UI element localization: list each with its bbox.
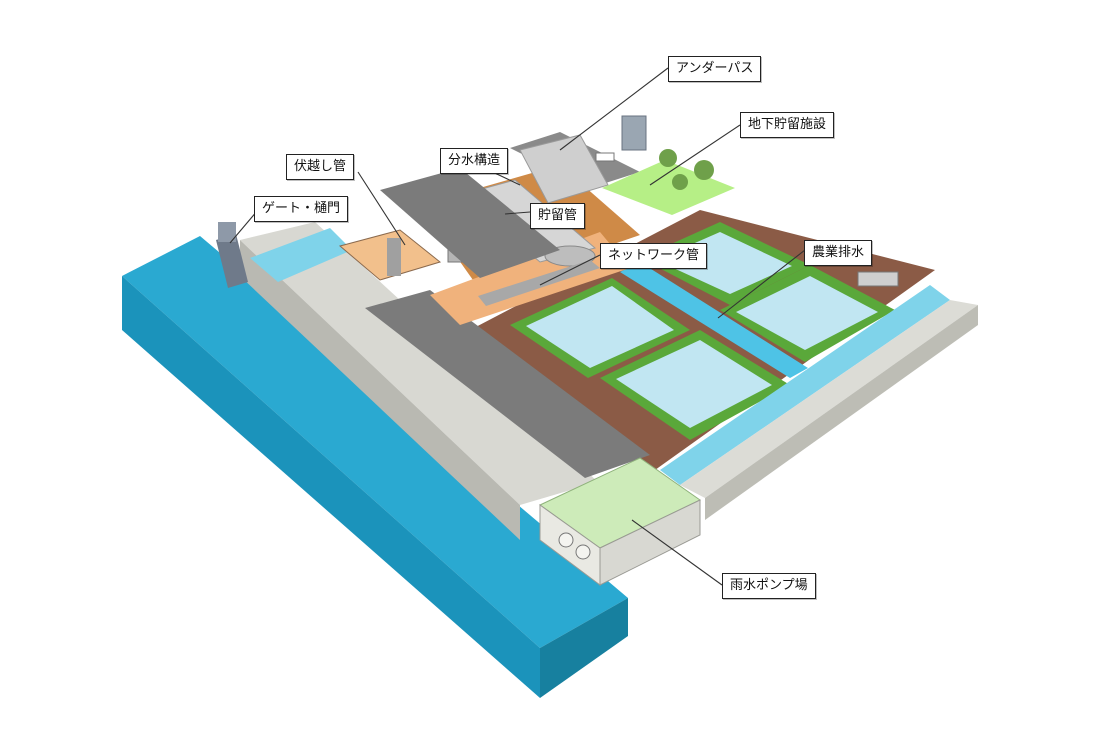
label-inverted-siphon: 伏越し管: [286, 154, 355, 180]
leader-storage-pipe: [504, 211, 531, 215]
river-top: [122, 236, 628, 648]
label-underground-storage: 地下貯留施設: [740, 112, 835, 138]
rear-canal: [250, 228, 352, 282]
park-tree-1: [659, 149, 677, 167]
right-canal: [660, 285, 950, 485]
park-tree-3: [672, 174, 688, 190]
river-front: [122, 276, 540, 698]
storage-pipe-end: [544, 245, 596, 267]
pump-outlet-1: [558, 532, 574, 548]
drainage-canal: [620, 262, 808, 378]
embankment-top: [240, 222, 598, 505]
leader-gate-sluice: [229, 209, 259, 244]
leader-inverted-siphon: [357, 171, 406, 246]
gate-structure: [216, 234, 248, 288]
label-rainwater-pump: 雨水ポンプ場: [722, 573, 816, 599]
leader-rainwater-pump: [631, 519, 723, 586]
upper-road: [380, 168, 560, 278]
leader-underpass: [559, 67, 669, 151]
paddy-plot-1-water: [526, 286, 674, 368]
car-upper: [595, 152, 615, 162]
pump-station-side: [599, 499, 701, 586]
network-pipe: [478, 260, 600, 306]
office-building: [621, 115, 647, 151]
right-wall-top: [680, 300, 978, 498]
park-area: [602, 160, 735, 215]
label-storage-pipe: 貯留管: [530, 203, 586, 229]
label-network-pipe: ネットワーク管: [600, 243, 708, 269]
park-tree-2: [694, 160, 714, 180]
embankment-front: [240, 240, 520, 540]
truck-right: [857, 271, 899, 287]
river-side: [540, 598, 628, 698]
leader-network-pipe: [539, 254, 601, 286]
label-gate-sluice: ゲート・樋門: [254, 196, 349, 222]
right-wall-front: [705, 305, 978, 520]
pump-outlet-2: [575, 544, 591, 560]
leader-underground-storage: [649, 124, 741, 186]
siphon-pipe: [387, 238, 401, 276]
label-diversion-structure: 分水構造: [440, 148, 509, 174]
paddy-plot-2-water: [616, 340, 772, 428]
paddy-plot-4-water: [736, 276, 878, 350]
building-block: [519, 134, 609, 204]
label-underpass: アンダーパス: [668, 56, 762, 82]
label-agricultural-drainage: 農業排水: [804, 240, 873, 266]
main-road: [365, 290, 650, 478]
leader-agricultural-drainage: [717, 249, 806, 319]
gate-tower: [218, 222, 236, 242]
